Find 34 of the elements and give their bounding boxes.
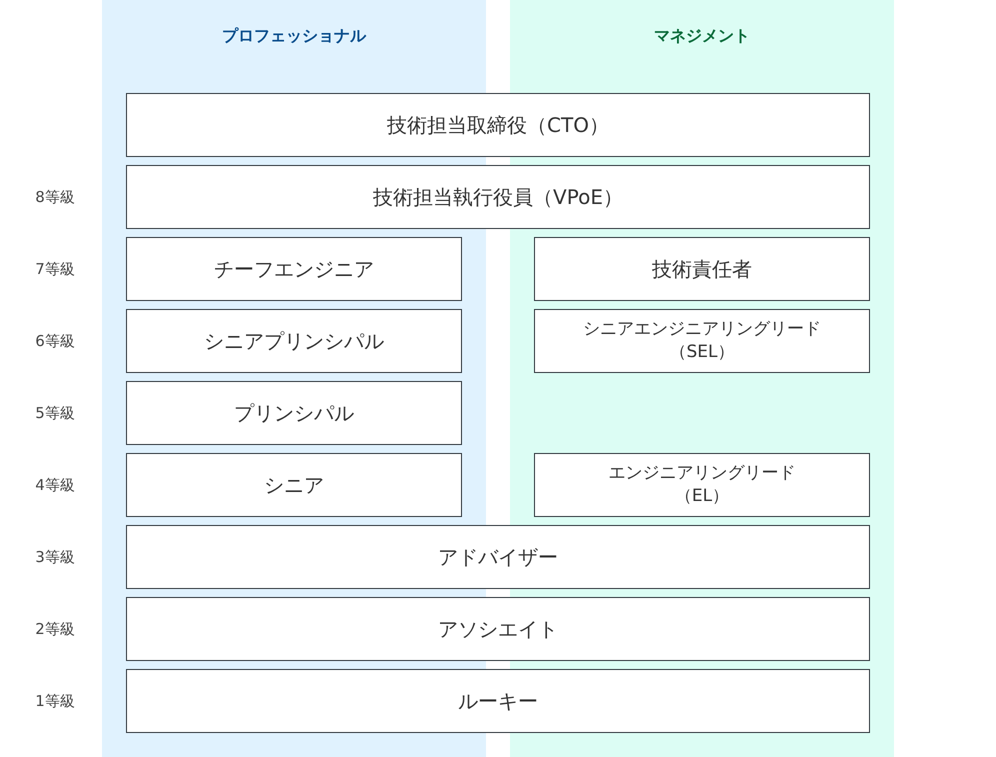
role-title: 技術担当取締役（CTO） xyxy=(387,112,609,138)
grade-label: 8等級 xyxy=(34,187,76,208)
role-box xyxy=(534,453,870,517)
role-box xyxy=(126,453,462,517)
role-title: シニアプリンシパル xyxy=(204,328,384,354)
grade-label: 2等級 xyxy=(34,619,76,640)
role-box xyxy=(126,165,870,229)
column-heading: プロフェッショナル xyxy=(221,25,368,47)
grade-label: 4等級 xyxy=(34,475,76,496)
grade-label: 6等級 xyxy=(34,331,76,352)
role-title: プリンシパル xyxy=(234,400,354,426)
role-title: チーフエンジニア xyxy=(214,256,374,282)
role-box xyxy=(126,669,870,733)
role-box xyxy=(126,525,870,589)
role-title: エンジニアリングリード（EL） xyxy=(608,462,796,508)
role-title: 技術責任者 xyxy=(652,256,752,282)
grade-label: 1等級 xyxy=(34,691,76,712)
grade-label: 3等級 xyxy=(34,547,76,568)
role-box xyxy=(126,381,462,445)
role-title: シニアエンジニアリングリード（SEL） xyxy=(582,318,822,364)
role-title: 技術担当執行役員（VPoE） xyxy=(373,184,623,210)
grade-label: 7等級 xyxy=(34,259,76,280)
column-heading: マネジメント xyxy=(653,25,751,47)
role-box xyxy=(126,93,870,157)
role-title: アドバイザー xyxy=(438,544,558,570)
role-title: ルーキー xyxy=(458,688,538,714)
grade-label: 5等級 xyxy=(34,403,76,424)
role-box xyxy=(126,237,462,301)
role-title: アソシエイト xyxy=(438,616,558,642)
role-box xyxy=(126,309,462,373)
role-box xyxy=(534,237,870,301)
role-box xyxy=(534,309,870,373)
role-box xyxy=(126,597,870,661)
role-title: シニア xyxy=(264,472,324,498)
